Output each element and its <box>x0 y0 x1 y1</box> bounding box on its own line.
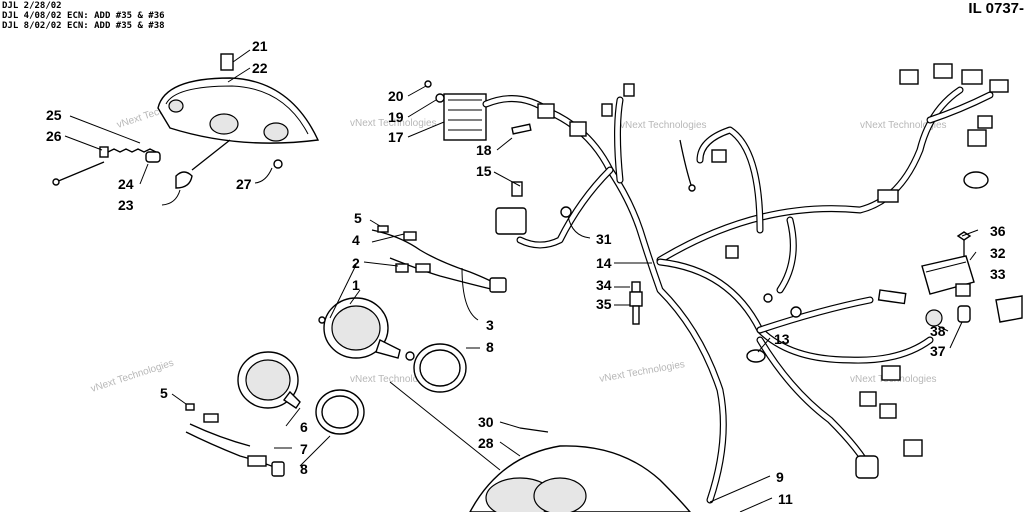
regulator-module <box>407 80 532 151</box>
watermark-6: vNext Technologies <box>350 374 437 385</box>
callout-7: 7 <box>300 441 308 457</box>
callout-36: 36 <box>990 223 1006 239</box>
callout-22: 22 <box>252 60 268 76</box>
callout-23: 23 <box>118 197 134 213</box>
callout-32: 32 <box>990 245 1006 261</box>
callout-labels: 1 2 3 4 5 5 6 7 8 8 9 11 13 14 15 17 18 … <box>46 38 1006 507</box>
callout-34: 34 <box>596 277 612 293</box>
callout-4: 4 <box>352 232 360 248</box>
callout-18: 18 <box>476 142 492 158</box>
callout-5-bottom: 5 <box>160 385 168 401</box>
callout-9: 9 <box>776 469 784 485</box>
harness-connectors <box>495 63 1009 479</box>
callout-24: 24 <box>118 176 134 192</box>
callout-21: 21 <box>252 38 268 54</box>
leader-15 <box>493 171 521 187</box>
callout-15: 15 <box>476 163 492 179</box>
gauge-wiring <box>171 219 507 477</box>
sensor-34-35 <box>614 281 643 325</box>
wiring-harness <box>482 86 994 504</box>
callout-14: 14 <box>596 255 612 271</box>
callout-20: 20 <box>388 88 404 104</box>
callout-19: 19 <box>388 109 404 125</box>
watermark-4: vNext Technologies <box>860 120 947 131</box>
watermark-2: vNext Technologies <box>350 118 437 129</box>
callout-13: 13 <box>774 331 790 347</box>
illustration-number: IL 0737- <box>968 0 1024 17</box>
revision-line-1: DJL 2/28/02 <box>2 1 62 11</box>
callout-11: 11 <box>778 491 793 507</box>
speedometer <box>318 264 415 361</box>
callout-5-top: 5 <box>354 210 362 226</box>
callout-3: 3 <box>486 317 494 333</box>
tachometer <box>237 351 301 427</box>
callout-28: 28 <box>478 435 494 451</box>
callout-8-top: 8 <box>486 339 494 355</box>
callout-27: 27 <box>236 176 252 192</box>
callout-17: 17 <box>388 129 404 145</box>
callout-26: 26 <box>46 128 62 144</box>
callout-33: 33 <box>990 266 1006 282</box>
headlight-assembly <box>52 49 320 206</box>
callout-35: 35 <box>596 296 612 312</box>
bezel-rings <box>299 343 480 467</box>
callout-37: 37 <box>930 343 946 359</box>
watermark-7: vNext Technologies <box>599 359 686 385</box>
leader-13 <box>757 337 771 353</box>
callout-38: 38 <box>930 323 946 339</box>
revision-line-2: DJL 4/08/02 ECN: ADD #35 & #36 <box>2 11 165 21</box>
leader-9 <box>709 475 771 503</box>
ecu-module <box>877 229 1023 349</box>
callout-8-bottom: 8 <box>300 461 308 477</box>
callout-2: 2 <box>352 255 360 271</box>
callout-1: 1 <box>352 277 360 293</box>
watermark-3: vNext Technologies <box>620 120 707 131</box>
callout-30: 30 <box>478 414 494 430</box>
revision-line-3: DJL 8/02/02 ECN: ADD #35 & #38 <box>2 21 165 31</box>
hood-cover <box>389 381 691 512</box>
leader-31 <box>567 215 591 239</box>
callout-25: 25 <box>46 107 62 123</box>
leader-11 <box>739 497 773 512</box>
callout-31: 31 <box>596 231 612 247</box>
callout-6: 6 <box>300 419 308 435</box>
